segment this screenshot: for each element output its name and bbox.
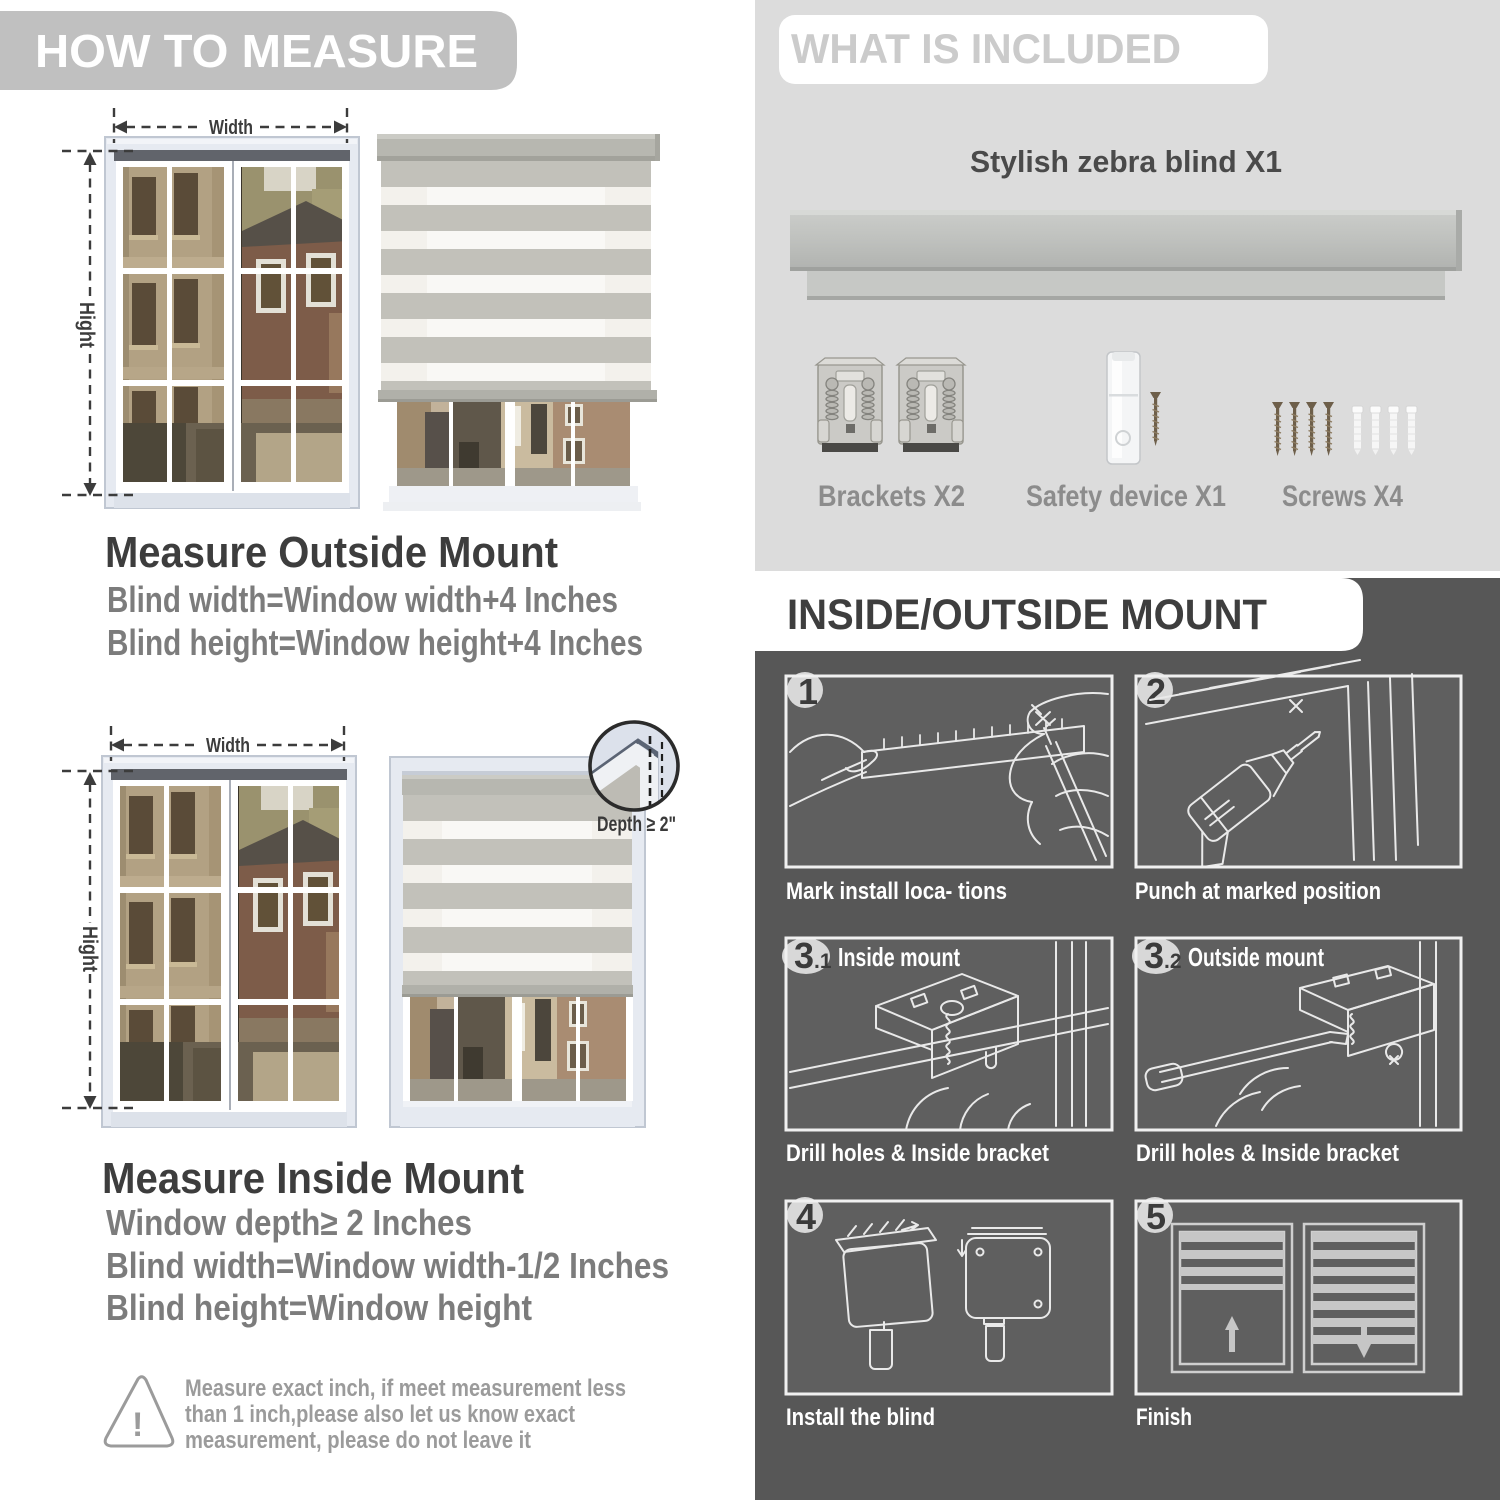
svg-text:Mark install loca- tions: Mark install loca- tions [786, 878, 1007, 905]
svg-text:Hight: Hight [75, 302, 98, 348]
svg-text:Width: Width [206, 735, 250, 757]
svg-text:Drill holes & Inside bracket: Drill holes & Inside bracket [786, 1140, 1049, 1167]
svg-text:.2: .2 [1164, 950, 1182, 973]
svg-text:Hight: Hight [78, 926, 101, 972]
svg-text:3: 3 [1144, 935, 1164, 976]
svg-text:Safety device X1: Safety device X1 [1026, 480, 1226, 513]
svg-text:1: 1 [798, 671, 818, 712]
svg-text:!: ! [132, 1406, 143, 1444]
svg-text:Depth ≥ 2": Depth ≥ 2" [597, 813, 676, 836]
svg-text:4: 4 [796, 1196, 816, 1237]
svg-text:Blind width=Window width+4 Inc: Blind width=Window width+4 Inches [107, 579, 618, 620]
svg-text:Measure exact inch, if meet me: Measure exact inch, if meet measurement … [185, 1375, 626, 1402]
svg-text:Blind height=Window height+4 I: Blind height=Window height+4 Inches [107, 622, 643, 663]
svg-text:Blind width=Window width-1/2 I: Blind width=Window width-1/2 Inches [106, 1245, 669, 1286]
svg-text:Outside mount: Outside mount [1188, 942, 1324, 972]
svg-text:measurement, please do not lea: measurement, please do not leave it [185, 1427, 531, 1454]
svg-text:3: 3 [794, 935, 814, 976]
svg-text:Width: Width [209, 117, 253, 139]
svg-text:Brackets X2: Brackets X2 [818, 480, 965, 513]
svg-text:Blind height=Window height: Blind height=Window height [106, 1287, 532, 1328]
svg-text:Inside mount: Inside mount [838, 942, 960, 972]
svg-text:Measure Outside Mount: Measure Outside Mount [105, 528, 558, 577]
svg-text:Measure Inside Mount: Measure Inside Mount [102, 1154, 524, 1203]
svg-text:Finish: Finish [1136, 1404, 1192, 1431]
svg-text:Stylish zebra blind X1: Stylish zebra blind X1 [970, 144, 1282, 179]
svg-text:than 1 inch,please also let us: than 1 inch,please also let us know exac… [185, 1401, 575, 1428]
svg-text:Drill holes & Inside bracket: Drill holes & Inside bracket [1136, 1140, 1399, 1167]
svg-text:WHAT IS INCLUDED: WHAT IS INCLUDED [791, 25, 1181, 72]
svg-text:Punch at marked position: Punch at marked position [1135, 878, 1381, 905]
svg-text:Window depth≥ 2 Inches: Window depth≥ 2 Inches [106, 1202, 472, 1243]
svg-text:Install the blind: Install the blind [786, 1404, 935, 1431]
svg-text:5: 5 [1146, 1196, 1166, 1237]
svg-text:INSIDE/OUTSIDE MOUNT: INSIDE/OUTSIDE MOUNT [787, 591, 1267, 639]
svg-text:HOW TO MEASURE: HOW TO MEASURE [35, 25, 478, 77]
svg-text:.1: .1 [814, 950, 832, 973]
svg-text:Screws X4: Screws X4 [1282, 480, 1403, 513]
svg-text:2: 2 [1146, 671, 1166, 712]
